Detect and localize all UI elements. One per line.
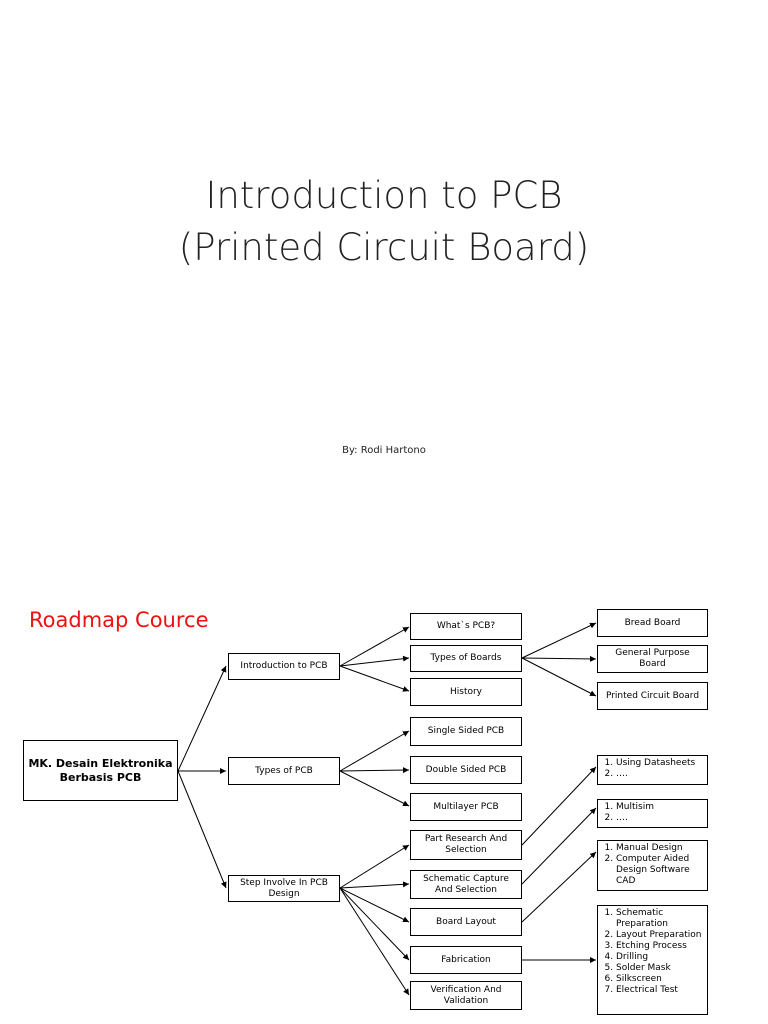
arrow-intro-history xyxy=(339,665,410,692)
roadmap-slide: Roadmap Cource xyxy=(0,584,768,1024)
list-item: Drilling xyxy=(616,952,703,963)
arrow-root-steps xyxy=(177,770,227,889)
list-item: Silkscreen xyxy=(616,974,703,985)
slide-title-line2: (Printed Circuit Board) xyxy=(178,226,590,269)
list-item: Solder Mask xyxy=(616,963,703,974)
arrow-layout-list xyxy=(521,851,597,923)
node-general-purpose-board: General Purpose Board xyxy=(597,645,708,673)
arrow-intro-boards xyxy=(339,655,410,667)
arrow-root-intro xyxy=(177,665,227,772)
roadmap-heading: Roadmap Cource xyxy=(29,608,209,632)
node-whats-pcb: What`s PCB? xyxy=(410,613,522,640)
node-verification: Verification And Validation xyxy=(410,981,522,1010)
root-node-line1: MK. Desain Elektronika xyxy=(28,756,173,770)
list-item: Schematic Preparation xyxy=(616,908,703,930)
node-step-involve: Step Involve In PCB Design xyxy=(228,875,340,902)
node-part-research: Part Research And Selection xyxy=(410,830,522,860)
node-types-of-pcb: Types of PCB xyxy=(228,757,340,785)
slide-title-line1: Introduction to PCB xyxy=(205,174,563,217)
author-text: By: Rodi Hartono xyxy=(342,445,426,456)
node-schematic-capture: Schematic Capture And Selection xyxy=(410,870,522,899)
node-multilayer-pcb: Multilayer PCB xyxy=(410,793,522,821)
list-item: Electrical Test xyxy=(616,985,703,996)
list-item: …. xyxy=(616,769,695,780)
node-history: History xyxy=(410,678,522,706)
arrow-schematic-list xyxy=(521,807,597,885)
list-item: Using Datasheets xyxy=(616,758,695,769)
arrow-types-single xyxy=(339,730,410,772)
list-item: Layout Preparation xyxy=(616,930,703,941)
arrow-steps-research xyxy=(339,844,410,889)
list-fabrication: Schematic Preparation Layout Preparation… xyxy=(597,905,708,1015)
arrow-intro-whats xyxy=(339,626,410,667)
list-item: Etching Process xyxy=(616,941,703,952)
arrow-boards-bread xyxy=(521,622,597,659)
list-item: Manual Design xyxy=(616,843,703,854)
list-item: …. xyxy=(616,813,654,824)
list-item: Multisim xyxy=(616,802,654,813)
arrow-steps-layout xyxy=(339,887,410,923)
node-single-sided-pcb: Single Sided PCB xyxy=(410,717,522,746)
title-slide: Introduction to PCB (Printed Circuit Boa… xyxy=(0,170,768,456)
list-schematic: Multisim …. xyxy=(597,799,708,828)
arrow-types-multi xyxy=(339,770,410,807)
node-double-sided-pcb: Double Sided PCB xyxy=(410,756,522,784)
node-types-of-boards: Types of Boards xyxy=(410,645,522,672)
arrow-steps-fabrication xyxy=(339,887,410,961)
arrow-boards-printed xyxy=(521,657,597,697)
list-item: Computer Aided Design Software CAD xyxy=(616,854,703,887)
node-bread-board: Bread Board xyxy=(597,609,708,637)
root-node-line2: Berbasis PCB xyxy=(59,770,142,784)
arrow-steps-verification xyxy=(339,887,410,996)
arrow-steps-schematic xyxy=(339,881,410,889)
arrow-types-double xyxy=(339,767,410,774)
arrow-research-list xyxy=(521,766,597,846)
node-introduction-to-pcb: Introduction to PCB xyxy=(228,653,340,680)
arrow-boards-general xyxy=(521,655,597,662)
list-part-research: Using Datasheets …. xyxy=(597,755,708,785)
node-fabrication: Fabrication xyxy=(410,946,522,974)
slide-title: Introduction to PCB (Printed Circuit Boa… xyxy=(0,170,768,274)
node-printed-circuit-board: Printed Circuit Board xyxy=(597,682,708,710)
list-board-layout: Manual Design Computer Aided Design Soft… xyxy=(597,840,708,891)
root-node: MK. Desain Elektronika Berbasis PCB xyxy=(23,740,178,801)
connector-lines xyxy=(177,622,597,996)
node-board-layout: Board Layout xyxy=(410,908,522,936)
